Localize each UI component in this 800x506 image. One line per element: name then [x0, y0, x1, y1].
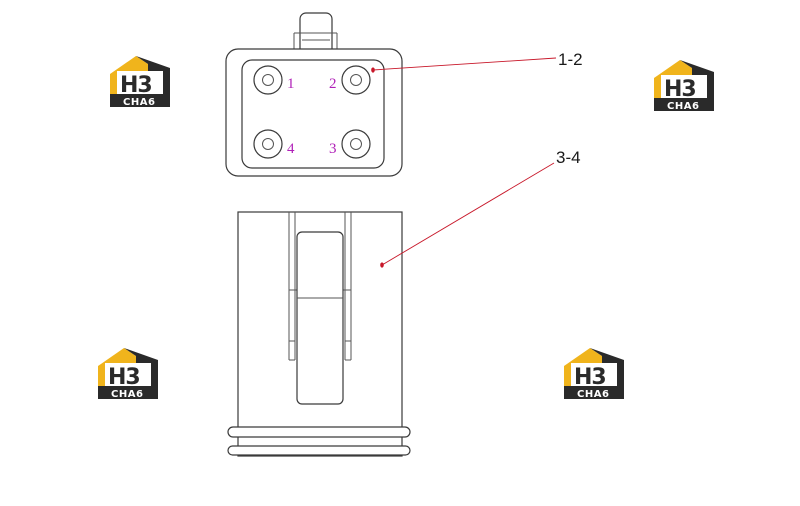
logo-letters: H3 — [108, 365, 140, 390]
logo-letters: H3 — [574, 365, 606, 390]
hole-number-3: 3 — [329, 141, 337, 157]
bolt-hole-2 — [341, 65, 371, 95]
roller-block-side-view — [227, 211, 411, 457]
base-band-lower — [227, 445, 411, 456]
callout-label-3-4: 3-4 — [556, 148, 581, 167]
logo-subtext: CHA6 — [667, 101, 699, 112]
bolt-hole-3 — [341, 129, 371, 159]
watermark-logo-top-right: H3 CHA6 — [654, 60, 714, 112]
mounting-plate-top-view: 1 2 3 4 — [225, 12, 403, 177]
hole-number-4: 4 — [287, 141, 295, 157]
logo-letters: H3 — [120, 73, 152, 98]
logo-subtext: CHA6 — [123, 97, 155, 108]
plate-outer — [225, 48, 403, 177]
watermark-logo-bottom-right: H3 CHA6 — [564, 348, 624, 400]
watermark-logo-bottom-left: H3 CHA6 — [98, 348, 158, 400]
logo-subtext: CHA6 — [577, 389, 609, 400]
callout-label-1-2: 1-2 — [558, 50, 583, 69]
logo-subtext: CHA6 — [111, 389, 143, 400]
plate-inner — [241, 59, 385, 169]
bolt-hole-4 — [253, 129, 283, 159]
watermark-logo-top-left: H3 CHA6 — [110, 56, 170, 108]
base-band-upper — [227, 426, 411, 438]
hole-number-2: 2 — [329, 76, 337, 92]
logo-letters: H3 — [664, 77, 696, 102]
hole-number-1: 1 — [287, 76, 295, 92]
bolt-hole-1 — [253, 65, 283, 95]
callout-3-4: 3-4 — [380, 148, 581, 268]
callout-1-2: 1-2 — [371, 50, 583, 73]
roller-wheel — [296, 231, 344, 405]
